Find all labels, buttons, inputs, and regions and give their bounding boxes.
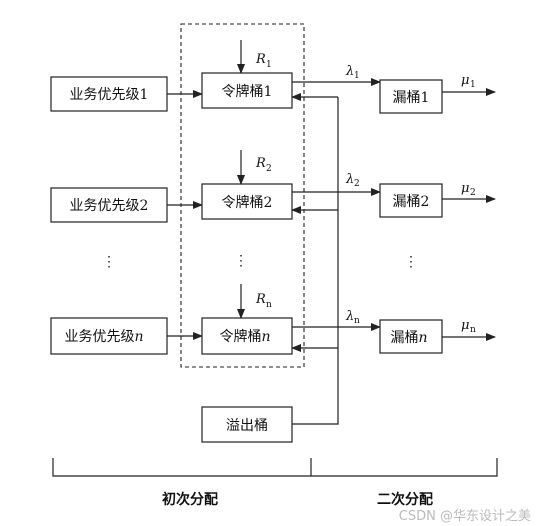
leaky-out-var-2: μ	[461, 181, 469, 196]
token-bucket-label-n-suffix: n	[261, 329, 270, 345]
stage-bracket	[52, 458, 498, 477]
token-rate-sub-n: n	[266, 300, 272, 310]
leaky-bucket-label-1: 漏桶1	[393, 90, 430, 106]
first-stage-dashed-frame	[180, 23, 305, 368]
leaky-in-var-n: λ	[345, 309, 354, 324]
leaky-in-sub-n: n	[354, 316, 360, 326]
leaky-in-sub-2: 2	[354, 179, 360, 189]
second-stage-label: 二次分配	[377, 491, 433, 508]
overflow-bucket-label: 溢出桶	[226, 418, 268, 434]
leaky-bucket-label-n: 漏桶n	[390, 330, 427, 346]
row-1: 业务优先级1 令牌桶1 R 1 λ 1 漏桶1 μ 1	[50, 40, 496, 114]
token-bucket-label-n-text: 令牌桶	[219, 328, 261, 345]
watermark: CSDN @华东设计之美	[398, 509, 531, 524]
row-n: 业务优先级n 令牌桶n R n λ n 漏桶n μ n	[50, 284, 496, 355]
priority-label-1: 业务优先级1	[70, 87, 149, 103]
leaky-bucket-box-n	[379, 319, 443, 354]
row-2: 业务优先级2 令牌桶2 R 2 λ 2 漏桶2 μ 2	[50, 150, 496, 223]
token-bucket-label-2: 令牌桶2	[222, 194, 273, 211]
token-bucket-box-1	[201, 72, 293, 109]
overflow-feedback-bus	[292, 97, 339, 425]
leaky-in-var-1: λ	[345, 64, 354, 79]
leaky-out-sub-2: 2	[470, 188, 476, 198]
leaky-bucket-label-n-text: 漏桶	[390, 330, 418, 346]
leaky-in-var-2: λ	[345, 172, 354, 187]
leaky-ellipsis: ⋮	[404, 254, 418, 270]
token-rate-sub-1: 1	[266, 60, 272, 70]
leaky-out-var-n: μ	[461, 318, 469, 333]
leaky-out-var-1: μ	[461, 73, 469, 88]
leaky-bucket-label-2: 漏桶2	[393, 194, 430, 210]
leaky-out-sub-n: n	[470, 325, 476, 335]
leaky-bucket-box-2	[379, 183, 443, 218]
token-rate-sub-2: 2	[266, 164, 272, 174]
token-bucket-label-1: 令牌桶1	[222, 83, 273, 100]
priority-box-n	[50, 317, 168, 355]
token-rate-var-1: R	[255, 52, 266, 67]
priority-label-n: 业务优先级n	[64, 329, 143, 345]
priority-label-2: 业务优先级2	[70, 198, 149, 214]
token-ellipsis: ⋮	[234, 253, 248, 269]
token-bucket-box-n	[201, 317, 293, 355]
priority-ellipsis: ⋮	[102, 254, 116, 270]
priority-label-n-text: 业务优先级	[64, 329, 134, 345]
priority-label-n-suffix: n	[134, 329, 143, 345]
priority-box-2	[50, 187, 168, 223]
first-stage-label: 初次分配	[162, 491, 218, 508]
token-rate-var-2: R	[255, 156, 266, 171]
leaky-out-sub-1: 1	[470, 80, 476, 90]
token-rate-var-n: R	[255, 292, 266, 307]
token-bucket-label-n: 令牌桶n	[219, 328, 270, 345]
priority-box-1	[50, 76, 168, 112]
leaky-bucket-box-1	[379, 79, 443, 114]
leaky-bucket-label-n-suffix: n	[418, 330, 427, 346]
token-bucket-box-2	[201, 183, 293, 220]
leaky-in-sub-1: 1	[354, 71, 360, 81]
